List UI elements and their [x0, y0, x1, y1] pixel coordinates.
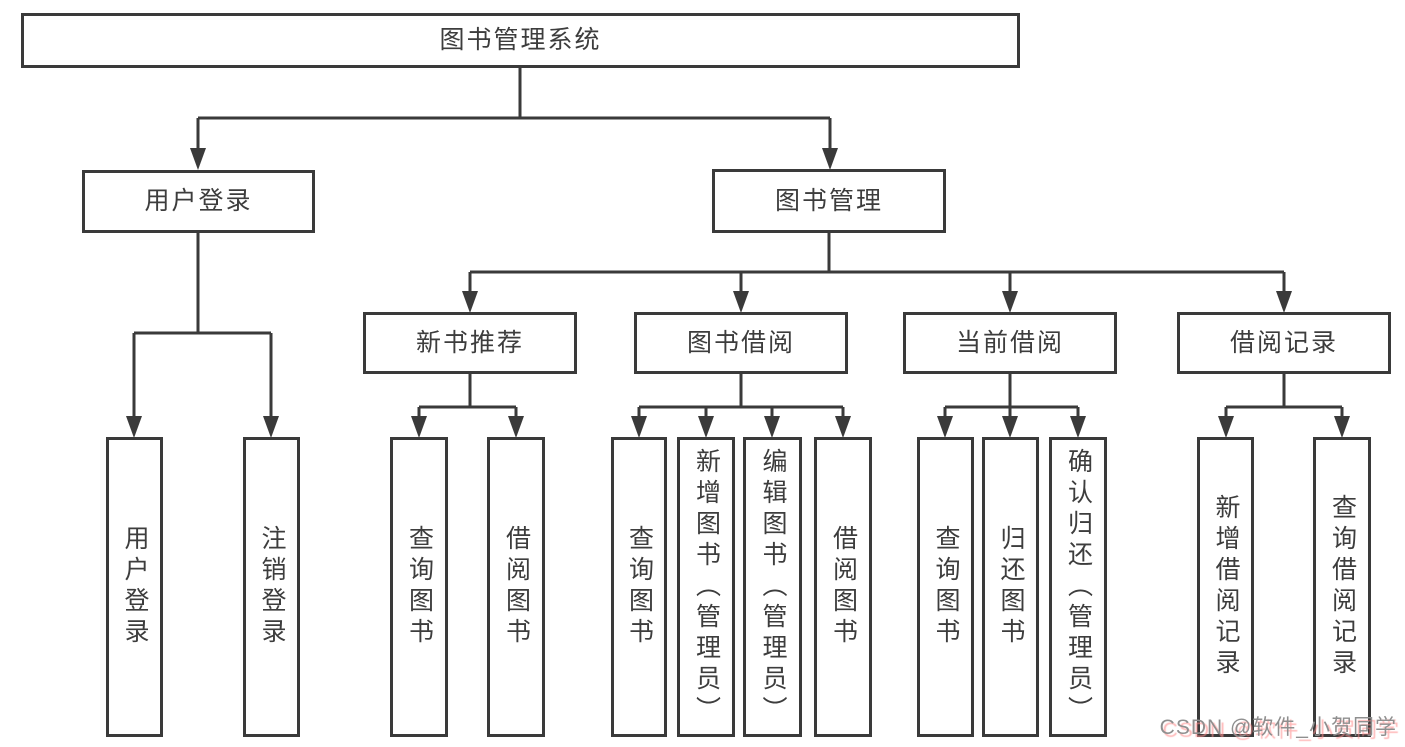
leaf-edit-books-admin: 编辑图书（管理员） [743, 437, 802, 737]
connector-arrowheads [126, 148, 1350, 438]
leaf-query-borrow-record: 查询借阅记录 [1313, 437, 1371, 737]
node-label: 用户登录 [144, 187, 253, 215]
leaf-query-books: 查询图书 [611, 437, 667, 737]
leaf-return-books: 归还图书 [982, 437, 1039, 737]
node-label: 新增借阅记录 [1212, 494, 1240, 680]
node-label: 查询图书 [932, 525, 960, 649]
node-new-book-recommendation: 新书推荐 [363, 312, 577, 374]
node-label: 图书借阅 [686, 328, 795, 357]
node-label: 归还图书 [997, 525, 1025, 649]
leaf-borrow-books-recommend: 借阅图书 [487, 437, 545, 737]
leaf-add-books-admin: 新增图书（管理员） [677, 437, 735, 737]
leaf-add-borrow-record: 新增借阅记录 [1197, 437, 1254, 737]
node-current-borrowing: 当前借阅 [903, 312, 1117, 374]
node-label: 新书推荐 [415, 328, 524, 357]
node-label: 借阅图书 [829, 525, 858, 649]
connector-edges [132, 68, 1344, 418]
node-book-management: 图书管理 [712, 169, 946, 233]
leaf-logout: 注销登录 [243, 437, 300, 737]
node-label: 查询图书 [625, 525, 654, 649]
node-label: 查询借阅记录 [1328, 494, 1357, 680]
csdn-watermark: CSDN @软件_小贺同学 [1159, 716, 1397, 739]
node-library-system: 图书管理系统 [21, 13, 1020, 68]
node-label: 新增图书（管理员） [692, 447, 721, 727]
leaf-query-books-current: 查询图书 [917, 437, 974, 737]
node-label: 图书管理 [774, 186, 883, 215]
node-label: 当前借阅 [955, 328, 1064, 357]
node-book-borrowing: 图书借阅 [634, 312, 848, 374]
node-user-login: 用户登录 [82, 170, 315, 233]
leaf-confirm-return-admin: 确认归还（管理员） [1049, 437, 1107, 737]
leaf-user-login: 用户登录 [106, 437, 163, 737]
node-label: 用户登录 [121, 525, 149, 649]
node-label: 编辑图书（管理员） [759, 447, 787, 727]
node-label: 图书管理系统 [439, 26, 602, 54]
leaf-borrow-books: 借阅图书 [814, 437, 872, 737]
node-label: 确认归还（管理员） [1064, 447, 1093, 727]
node-borrowing-records: 借阅记录 [1177, 312, 1391, 374]
node-label: 注销登录 [258, 525, 286, 649]
node-label: 借阅图书 [502, 525, 531, 649]
leaf-query-books-recommend: 查询图书 [390, 437, 448, 737]
node-label: 查询图书 [405, 525, 434, 649]
node-label: 借阅记录 [1229, 328, 1338, 357]
